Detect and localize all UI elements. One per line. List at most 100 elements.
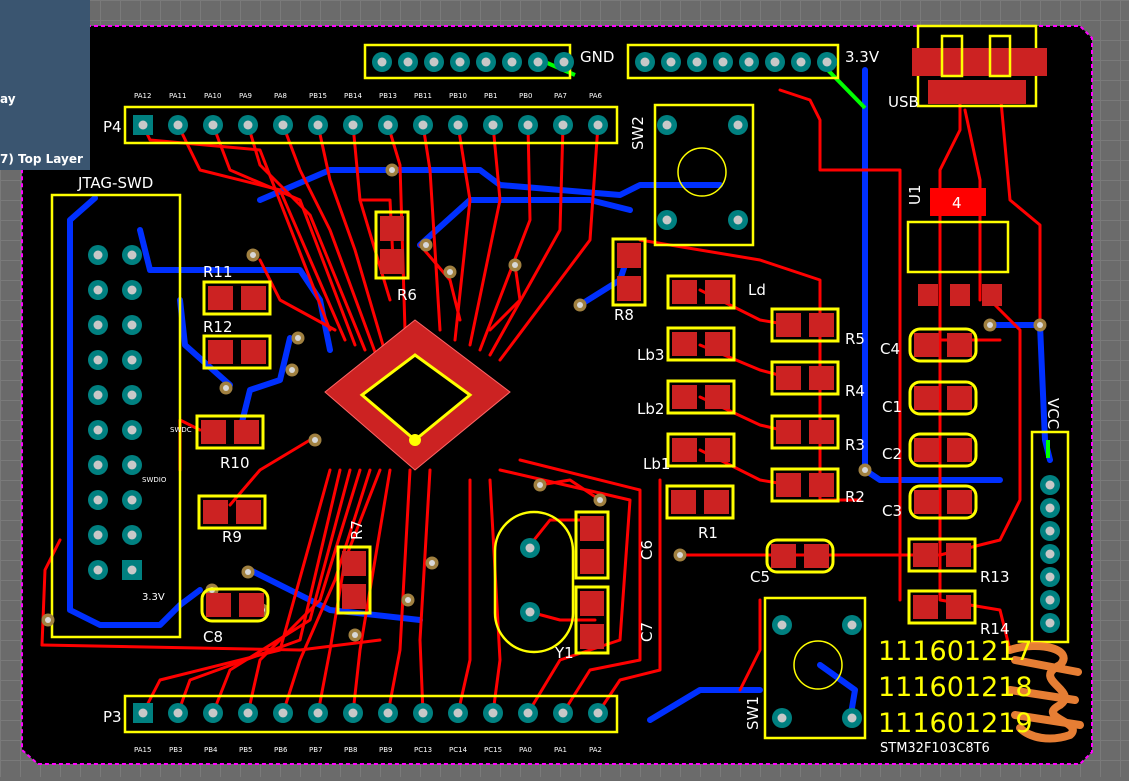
pin-label: PA11 bbox=[169, 92, 186, 100]
p3-label: P3 bbox=[103, 708, 122, 726]
pin-label: PA10 bbox=[204, 92, 221, 100]
c8-part bbox=[200, 587, 270, 623]
v33-pad-hole bbox=[718, 57, 728, 67]
c4-part bbox=[908, 327, 978, 363]
v33-pad-hole bbox=[796, 57, 806, 67]
via-hole bbox=[389, 167, 395, 173]
via-hole bbox=[289, 367, 295, 373]
c3-label: C3 bbox=[882, 502, 902, 520]
p4-pad-hole bbox=[313, 120, 323, 130]
vcc-pad-hole bbox=[1045, 595, 1055, 605]
vcc-pad-hole bbox=[1045, 480, 1055, 490]
v33-pad-hole bbox=[770, 57, 780, 67]
p3-header bbox=[123, 694, 619, 734]
jtag-pad-hole bbox=[127, 425, 137, 435]
pin-label: PA6 bbox=[589, 92, 603, 100]
r9-label: R9 bbox=[222, 528, 242, 546]
p4-pad-hole bbox=[138, 120, 148, 130]
layer-panel-active-layer[interactable]: 7) Top Layer bbox=[0, 152, 83, 166]
pin-label: PB15 bbox=[309, 92, 327, 100]
sw2-button bbox=[653, 103, 755, 247]
vcc-pad-hole bbox=[1045, 526, 1055, 536]
pin-label: PC13 bbox=[414, 746, 432, 754]
sw1-button bbox=[763, 596, 867, 740]
jtag-pad-hole bbox=[93, 285, 103, 295]
gnd-pad-hole bbox=[377, 57, 387, 67]
sw1-label: SW1 bbox=[744, 696, 762, 730]
chip-label: STM32F103C8T6 bbox=[880, 741, 990, 756]
sw2-label: SW2 bbox=[629, 116, 647, 150]
usb-connector bbox=[912, 24, 1047, 108]
via-hole bbox=[405, 597, 411, 603]
lb1-part bbox=[666, 432, 736, 468]
p3-pad-hole bbox=[418, 708, 428, 718]
jtag-pad-hole bbox=[93, 390, 103, 400]
y1-crystal bbox=[493, 510, 575, 654]
student-id-1: 111601217 bbox=[878, 636, 1033, 667]
r12-label: R12 bbox=[203, 318, 233, 336]
usb-label: USB bbox=[888, 93, 919, 111]
pin-label: PB8 bbox=[344, 746, 357, 754]
jtag-pad-hole bbox=[127, 390, 137, 400]
r13-part bbox=[907, 537, 977, 573]
jtag-pad-hole bbox=[93, 355, 103, 365]
pin-label: PB9 bbox=[379, 746, 392, 754]
r5-part bbox=[770, 307, 840, 343]
via-hole bbox=[677, 552, 683, 558]
jtag-pad-hole bbox=[93, 425, 103, 435]
via-hole bbox=[312, 437, 318, 443]
jtag-pad-hole bbox=[127, 565, 137, 575]
r4-label: R4 bbox=[845, 382, 865, 400]
via-hole bbox=[597, 497, 603, 503]
pin-label: PB3 bbox=[169, 746, 182, 754]
r8-part bbox=[611, 237, 647, 307]
gnd-pad-hole bbox=[481, 57, 491, 67]
jtag-pad-hole bbox=[93, 460, 103, 470]
c8-label: C8 bbox=[203, 628, 223, 646]
c2-label: C2 bbox=[882, 445, 902, 463]
vcc-pad-hole bbox=[1045, 549, 1055, 559]
pin-label: PC15 bbox=[484, 746, 502, 754]
p3-pad-hole bbox=[313, 708, 323, 718]
p4-label: P4 bbox=[103, 118, 122, 136]
p4-pad-hole bbox=[348, 120, 358, 130]
jtag-pad-hole bbox=[127, 530, 137, 540]
via-hole bbox=[245, 569, 251, 575]
c1-label: C1 bbox=[882, 398, 902, 416]
c1-part bbox=[908, 380, 978, 416]
v33-pad-hole bbox=[666, 57, 676, 67]
v33-pad-hole bbox=[744, 57, 754, 67]
r2-label: R2 bbox=[845, 488, 865, 506]
vcc-pad-hole bbox=[1045, 572, 1055, 582]
r10-part bbox=[195, 414, 265, 450]
via-hole bbox=[862, 467, 868, 473]
pin-label: PC14 bbox=[449, 746, 468, 754]
p3-pad-hole bbox=[488, 708, 498, 718]
jtag-pad-hole bbox=[93, 320, 103, 330]
jtag-pad-hole bbox=[127, 495, 137, 505]
p4-header bbox=[123, 105, 619, 145]
u1-label: U1 bbox=[906, 184, 924, 205]
gnd-pad-hole bbox=[429, 57, 439, 67]
jtag-header bbox=[50, 193, 182, 639]
via-hole bbox=[512, 262, 518, 268]
gnd-pad-hole bbox=[559, 57, 569, 67]
orange-scribble bbox=[1006, 641, 1084, 743]
r1-label: R1 bbox=[698, 524, 718, 542]
v33-pad-hole bbox=[640, 57, 650, 67]
switch-pad-hole bbox=[777, 713, 787, 723]
switch-pad-hole bbox=[662, 215, 672, 225]
p4-pad-hole bbox=[453, 120, 463, 130]
pin-label: PB4 bbox=[204, 746, 218, 754]
pin-label: PA12 bbox=[134, 92, 151, 100]
u1-regulator bbox=[906, 188, 1010, 306]
via-hole bbox=[537, 482, 543, 488]
p4-pad-hole bbox=[173, 120, 183, 130]
c7-label: C7 bbox=[638, 622, 656, 642]
r4-part bbox=[770, 360, 840, 396]
layer-panel[interactable]: ay 7) Top Layer bbox=[0, 0, 90, 170]
via-hole bbox=[1037, 322, 1043, 328]
